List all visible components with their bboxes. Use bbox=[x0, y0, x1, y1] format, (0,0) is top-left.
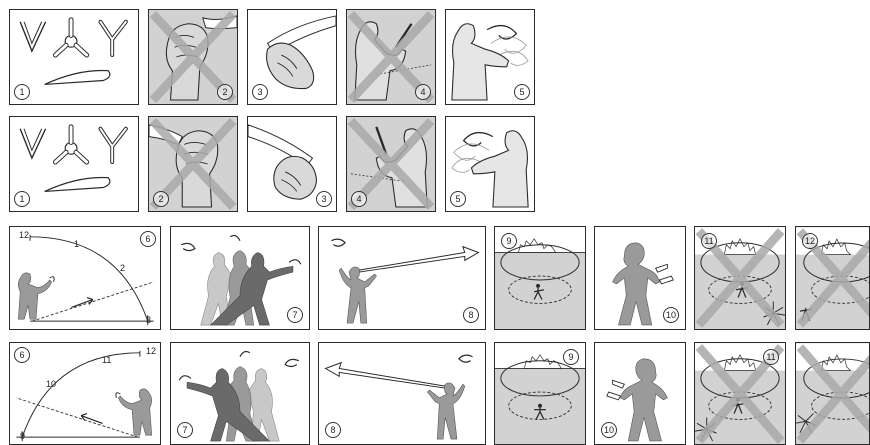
panel-number: 7 bbox=[287, 307, 303, 323]
panel-number: 2 bbox=[217, 84, 233, 100]
thrower-figure-icon bbox=[118, 389, 151, 435]
panel-r4-11: 11 bbox=[694, 342, 786, 445]
thrower-figure-icon bbox=[18, 273, 51, 319]
thrower-figure-icon bbox=[471, 131, 528, 207]
panel-r4-12 bbox=[795, 342, 870, 445]
panel-r1-5: 5 bbox=[445, 9, 535, 105]
panel-number: 1 bbox=[14, 84, 30, 100]
thrower-figure-icon bbox=[452, 24, 509, 100]
panel-number: 9 bbox=[501, 233, 517, 249]
arrow-icon bbox=[81, 414, 103, 424]
panel-number: 5 bbox=[450, 191, 466, 207]
panel-r2-3: 3 bbox=[247, 116, 337, 212]
panel-number: 12 bbox=[802, 233, 818, 249]
panel-r3-12: 12 bbox=[795, 226, 870, 330]
panel-number: 10 bbox=[663, 307, 679, 323]
panel-r3-6: 12 1 2 3 6 bbox=[9, 226, 161, 330]
panel-number: 9 bbox=[563, 349, 579, 365]
trajectory-ellipse-icon bbox=[10, 343, 160, 444]
trajectory-ellipse-icon bbox=[796, 343, 869, 444]
panel-number: 8 bbox=[325, 422, 341, 438]
panel-number: 4 bbox=[351, 191, 367, 207]
panel-number: 2 bbox=[153, 191, 169, 207]
panel-r1-2: 2 bbox=[148, 9, 238, 105]
panel-r4-10: 10 bbox=[594, 342, 686, 445]
panel-number: 10 bbox=[601, 422, 617, 438]
panel-r3-8: 8 bbox=[318, 226, 486, 330]
clock-label: 9 bbox=[20, 431, 25, 441]
panel-r1-1: 1 bbox=[9, 9, 139, 105]
panel-number: 4 bbox=[415, 84, 431, 100]
panel-number: 1 bbox=[14, 191, 30, 207]
panel-r2-5: 5 bbox=[445, 116, 535, 212]
clock-label: 12 bbox=[19, 230, 29, 240]
panel-number: 3 bbox=[252, 84, 268, 100]
panel-r1-4: 4 bbox=[346, 9, 436, 105]
trajectory-ellipse-icon bbox=[10, 227, 160, 329]
panel-r2-4: 4 bbox=[346, 116, 436, 212]
panel-number: 6 bbox=[140, 231, 156, 247]
thrower-figure-icon bbox=[613, 243, 660, 325]
panel-r4-9: 9 bbox=[494, 342, 586, 445]
panel-r1-3: 3 bbox=[247, 9, 337, 105]
clock-label: 1 bbox=[74, 239, 79, 249]
panel-number: 7 bbox=[177, 422, 193, 438]
panel-number: 5 bbox=[514, 84, 530, 100]
panel-r4-6: 12 11 10 9 6 bbox=[9, 342, 161, 445]
thrower-figure-icon bbox=[620, 359, 667, 441]
panel-number: 8 bbox=[463, 307, 479, 323]
clock-label: 2 bbox=[120, 263, 125, 273]
panel-r3-11: 11 bbox=[694, 226, 786, 330]
clock-label: 12 bbox=[146, 346, 156, 356]
panel-number: 6 bbox=[14, 347, 30, 363]
panel-r2-2: 2 bbox=[148, 116, 238, 212]
arrow-icon bbox=[326, 363, 446, 388]
panel-r3-9: 9 bbox=[494, 226, 586, 330]
clock-label: 10 bbox=[46, 379, 56, 389]
clock-label: 3 bbox=[146, 315, 151, 325]
thrower-figure-icon bbox=[339, 267, 376, 323]
panel-number: 11 bbox=[763, 349, 779, 365]
panel-number: 11 bbox=[701, 233, 717, 249]
panel-r2-1: 1 bbox=[9, 116, 139, 212]
clock-label: 11 bbox=[102, 355, 111, 365]
panel-r4-8: 8 bbox=[318, 342, 486, 445]
panel-r4-7: 7 bbox=[170, 342, 310, 445]
thrower-figure-icon bbox=[427, 383, 464, 439]
panel-r3-10: 10 bbox=[594, 226, 686, 330]
hand-grip-icon bbox=[267, 43, 314, 89]
arrow-icon bbox=[359, 247, 479, 273]
panel-r3-7: 7 bbox=[170, 226, 310, 330]
panel-number: 3 bbox=[316, 191, 332, 207]
